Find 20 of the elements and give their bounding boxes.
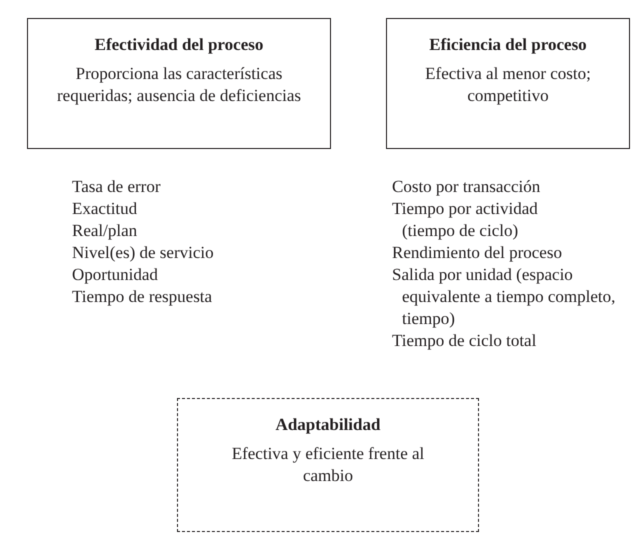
list-item: Exactitud [72, 198, 138, 220]
list-item: Tiempo por actividad (tiempo de ciclo) [392, 198, 539, 242]
box-heading: Efectividad del proceso [94, 35, 264, 55]
list-item: Tiempo de ciclo total [392, 330, 536, 352]
list-item: Rendimiento del proceso [392, 242, 562, 264]
list-item: Nivel(es) de servicio [72, 242, 214, 264]
box-text: Efectiva al menor costo; competitivo [424, 63, 592, 107]
text-box [27, 18, 331, 149]
box-text: Proporciona las características requeridas; ausencia de deficiencias [56, 63, 302, 107]
box-heading: Eficiencia del proceso [429, 35, 587, 55]
list-item: Tasa de error [72, 176, 160, 198]
list-item: Real/plan [72, 220, 138, 242]
box-heading: Adaptabilidad [276, 415, 380, 435]
dashed-box [177, 398, 479, 532]
list-item: Salida por unidad (espacio equivalente a tiempo completo, tiempo) [392, 264, 616, 330]
box-text: Efectiva y eficiente frente al cambio [230, 443, 426, 487]
list-item: Costo por transacción [392, 176, 540, 198]
text-box [386, 18, 630, 149]
list-item: Oportunidad [72, 264, 158, 286]
list-item: Tiempo de respuesta [72, 286, 212, 308]
